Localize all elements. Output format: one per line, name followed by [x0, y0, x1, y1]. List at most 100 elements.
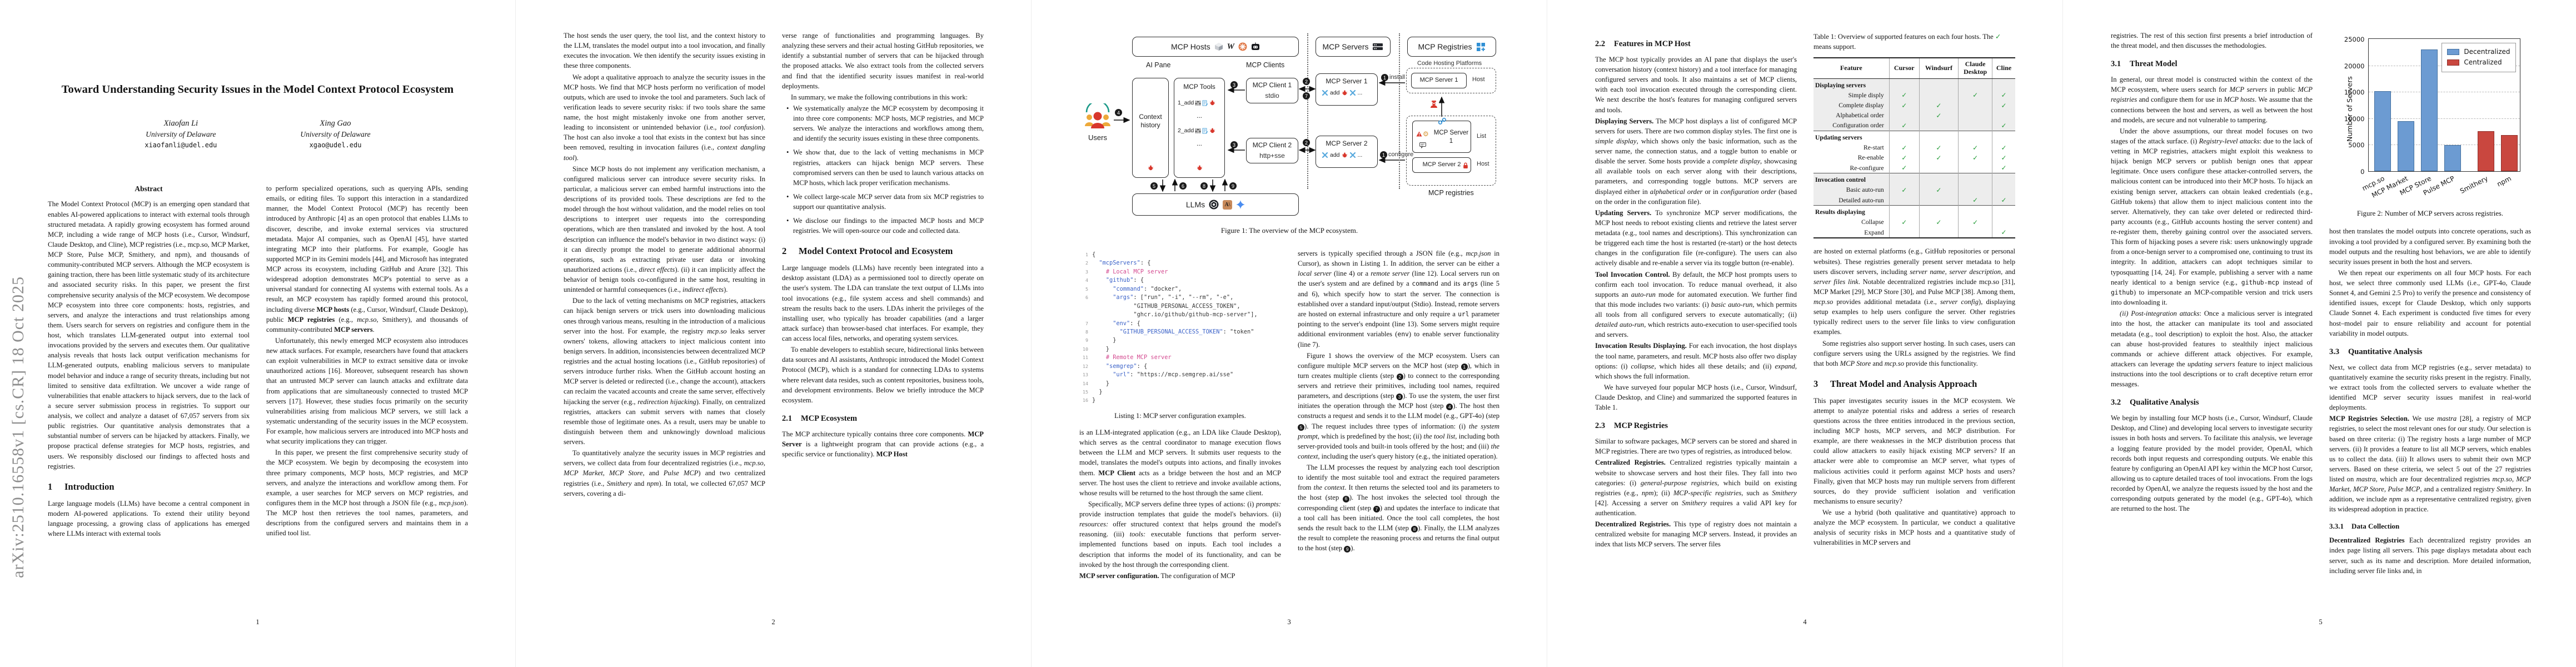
paragraph: servers is typically specified through a… — [1298, 250, 1499, 349]
llms-label: LLMs — [1185, 200, 1205, 209]
table-group-row: Results displaying — [1813, 205, 2015, 218]
page-2-right-column: verse range of functionalities and progr… — [782, 31, 984, 609]
bug-icon — [1148, 165, 1154, 171]
bullet-item: •We collect large-scale MCP server data … — [786, 192, 984, 211]
mcp-registries-caption: MCP registries — [1428, 189, 1474, 197]
bug-icon — [1209, 100, 1215, 106]
bug-icon — [1197, 165, 1203, 171]
table-check-cell — [1992, 110, 2015, 121]
table-row: Basic auto-run✓✓ — [1813, 185, 2015, 196]
ellipsis: ... — [1196, 112, 1202, 120]
paragraph: The MCP host typically provides an AI pa… — [1595, 55, 1797, 114]
table-check-cell — [1919, 227, 1959, 238]
mcp-server-1-box: MCP Server 1 add ... — [1316, 73, 1378, 106]
step-1-marker: 1 — [1381, 74, 1388, 81]
step-inline: 9 — [1344, 546, 1351, 553]
paragraph: In summary, we make the following contri… — [791, 93, 968, 101]
paragraph: Decentralized Registries Each decentrali… — [2329, 536, 2531, 575]
table-check-cell: ✓ — [1958, 142, 1992, 153]
tools-icon — [1322, 152, 1328, 158]
abstract-heading: Abstract — [134, 185, 163, 193]
step-9-marker: 9 — [1229, 182, 1237, 190]
table-check-cell — [1958, 100, 1992, 111]
table-column-header: Cline — [1992, 58, 2015, 79]
table-group-row: Displaying servers — [1813, 78, 2015, 91]
code-hosting-box: MCP Server 1 Host — [1406, 68, 1496, 93]
paragraph: is an LLM-integrated application (e.g., … — [1079, 429, 1281, 497]
page-2: The host sends the user query, the tool … — [515, 0, 1031, 667]
paragraph: to perform specialized operations, such … — [266, 185, 468, 334]
paragraph: The LLM processes the request by analyzi… — [1298, 464, 1499, 553]
cursor-icon — [1214, 42, 1223, 51]
mcp-server-2-box: MCP Server 2 add ... — [1316, 136, 1378, 168]
context-history-box: Context history — [1132, 78, 1169, 178]
author-2: Xing Gao University of Delaware xgao@ude… — [300, 119, 370, 149]
warning-icon — [1416, 131, 1422, 137]
page-number: 3 — [1287, 618, 1291, 626]
table-row: Re-start✓✓✓✓ — [1813, 142, 2015, 153]
page-1-right-column: to perform specialized operations, such … — [266, 183, 468, 609]
table-1-block: Table 1: Overview of supported features … — [1813, 32, 2015, 239]
mcp-servers-header-box: MCP Servers — [1316, 37, 1391, 57]
table-group-row: Updating servers — [1813, 131, 2015, 143]
y-tick-label: 20000 — [2344, 62, 2365, 70]
step-inline: 5 — [1298, 424, 1304, 431]
table-check-cell: ✓ — [1889, 142, 1920, 153]
table-row: Alphabetical order✓ — [1813, 110, 2015, 121]
table-column-header: Windsurf — [1919, 58, 1959, 79]
bar-MCP Market — [2397, 121, 2414, 171]
page-number: 4 — [1803, 618, 1807, 626]
table-row: Expand✓ — [1813, 227, 2015, 238]
table-check-cell: ✓ — [1889, 217, 1920, 228]
author-block: Xiaofan Li University of Delaware xiaofa… — [0, 119, 515, 149]
table-row: Simple disply✓✓✓ — [1813, 90, 2015, 101]
paragraph: Invocation Results Displaying. For each … — [1595, 342, 1797, 380]
table-check-cell — [1919, 90, 1959, 101]
mcp-tools-box: MCP Tools 1_add ... 2_add ... — [1174, 78, 1225, 178]
mcp-client-1-label: MCP Client 1 — [1252, 81, 1292, 89]
paragraph: We use a hybrid (both qualitative and qu… — [1813, 509, 2015, 547]
description-icon — [1202, 128, 1208, 134]
list-label: List — [1477, 133, 1487, 140]
table-check-cell: ✓ — [1992, 142, 2015, 153]
table-check-cell: ✓ — [1958, 217, 1992, 228]
ellipsis: ... — [1357, 89, 1363, 96]
registry-server-2-host: MCP Server 2 — [1422, 161, 1461, 168]
context-history-label: Context history — [1139, 113, 1162, 129]
gear-icon: ⚙ — [1423, 130, 1429, 138]
step-2-marker: 2 — [1303, 139, 1310, 146]
paragraph: Similar to software packages, MCP server… — [1595, 437, 1797, 456]
page-3: MCP Hosts W AI Pane MCP Clients MCP Serv… — [1031, 0, 1547, 667]
ai-pane-label: AI Pane — [1146, 61, 1171, 69]
table-check-cell: ✓ — [1992, 100, 2015, 111]
bullet-item: •We systematically analyze the MCP ecosy… — [786, 104, 984, 143]
table-check-cell: ✓ — [1958, 90, 1992, 101]
mcp-server-2-label: MCP Server 2 — [1326, 140, 1368, 147]
paragraph: MCP server configuration. The configurat… — [1079, 571, 1235, 580]
tool-1-label: 1_add — [1178, 99, 1194, 106]
paragraph: The MCP architecture typically contains … — [782, 430, 984, 458]
windsurf-icon: W — [1227, 42, 1234, 51]
table-feature-label: Re-configure — [1850, 164, 1884, 172]
y-axis-label: Number of Servers — [2345, 76, 2354, 142]
mcp-client-1-box: MCP Client 1 stdio — [1246, 78, 1298, 103]
registry-server-1-host: MCP Server 1 — [1419, 77, 1458, 83]
step-inline: 1 — [1461, 363, 1468, 370]
mcp-hosts-header-box: MCP Hosts W — [1132, 37, 1299, 57]
link-icon — [1438, 117, 1446, 125]
table-group-row: Invocation control — [1813, 173, 2015, 186]
paragraph: Specifically, MCP servers define three t… — [1079, 500, 1281, 569]
page-number: 1 — [256, 618, 260, 626]
table-check-cell: ✓ — [1889, 153, 1920, 163]
